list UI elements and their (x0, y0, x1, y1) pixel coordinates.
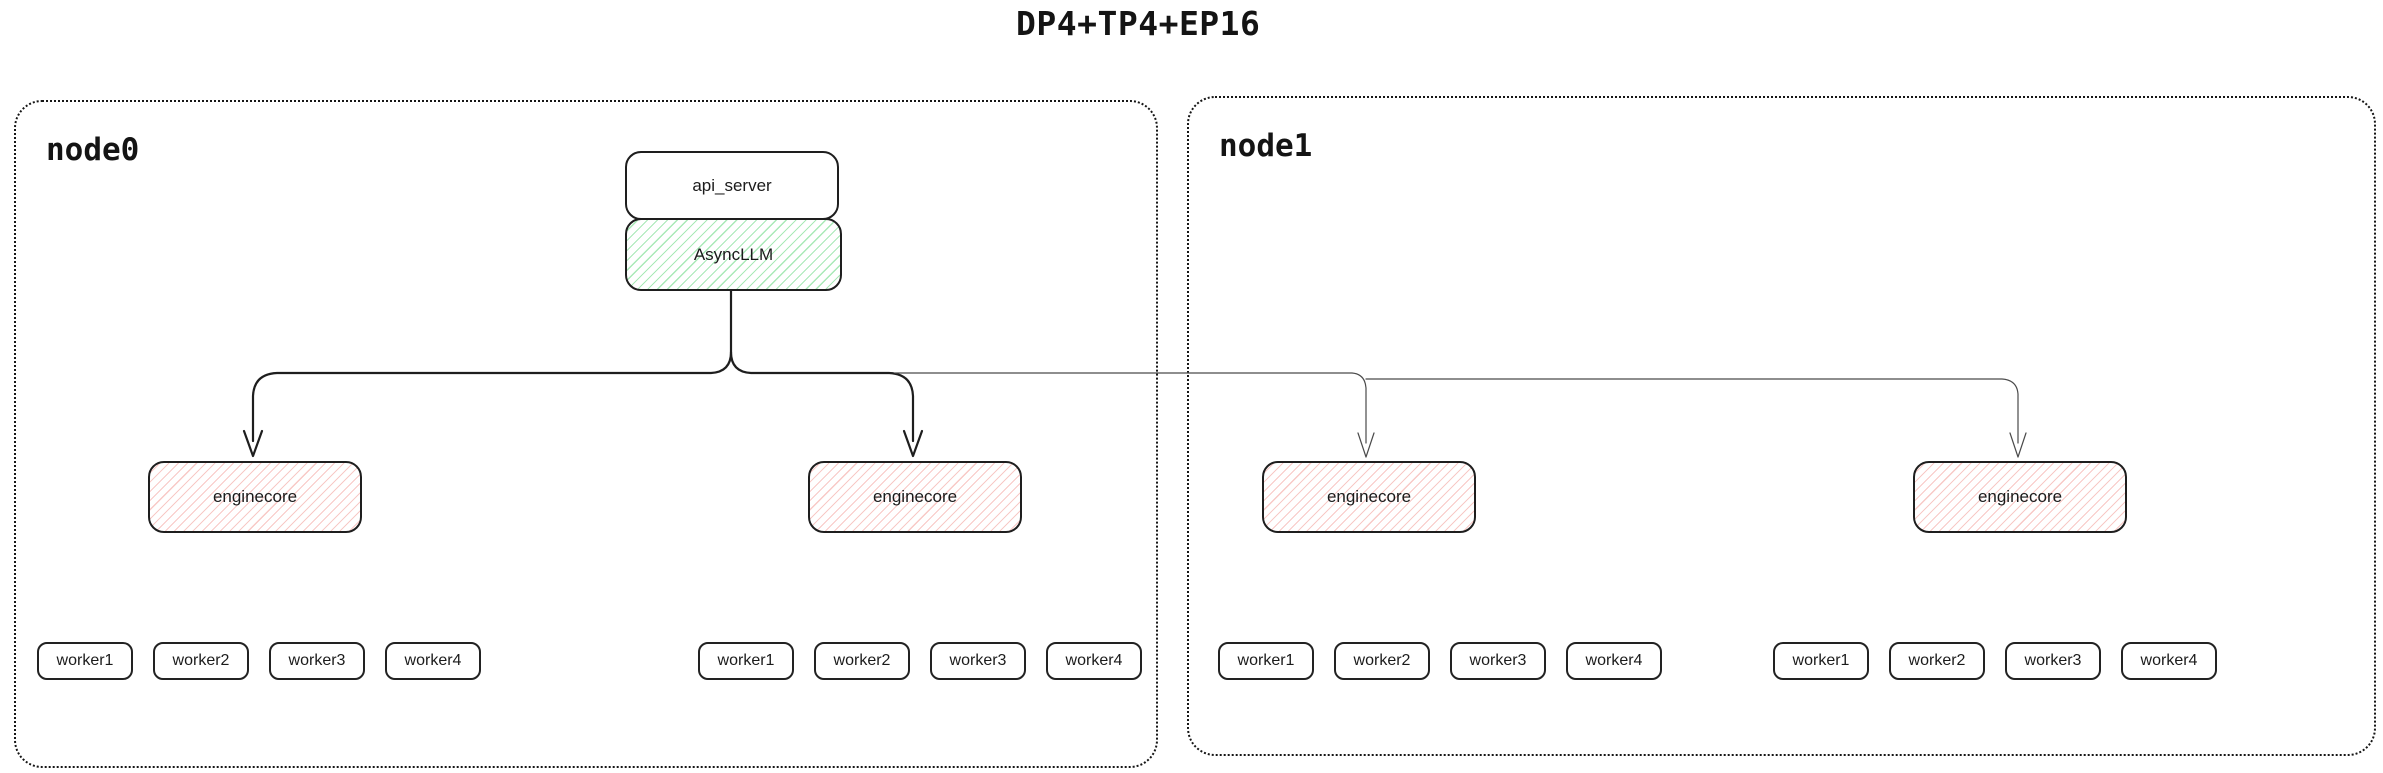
enginecore-label: enginecore (1326, 487, 1412, 506)
worker-group-node0-2: worker1 worker2 worker3 worker4 (698, 642, 1142, 680)
worker-box: worker4 (385, 642, 481, 680)
worker-label: worker4 (2140, 652, 2198, 669)
worker-box: worker3 (1450, 642, 1546, 680)
worker-box: worker1 (1773, 642, 1869, 680)
worker-label: worker4 (404, 652, 462, 669)
worker-label: worker2 (833, 652, 891, 669)
worker-label: worker1 (56, 652, 114, 669)
enginecore-label: enginecore (1977, 487, 2063, 506)
worker-label: worker3 (949, 652, 1007, 669)
worker-box: worker4 (1046, 642, 1142, 680)
worker-label: worker1 (1237, 652, 1295, 669)
asyncllm-box: AsyncLLM (625, 218, 842, 291)
worker-box: worker2 (1889, 642, 1985, 680)
asyncllm-label: AsyncLLM (693, 244, 774, 264)
worker-label: worker2 (1353, 652, 1411, 669)
node1-label: node1 (1219, 128, 1313, 164)
worker-box: worker3 (930, 642, 1026, 680)
worker-label: worker3 (1469, 652, 1527, 669)
worker-label: worker3 (288, 652, 346, 669)
worker-label: worker2 (1908, 652, 1966, 669)
worker-box: worker1 (37, 642, 133, 680)
worker-box: worker2 (814, 642, 910, 680)
enginecore-box-node0-1: enginecore (148, 461, 362, 533)
worker-label: worker3 (2024, 652, 2082, 669)
worker-group-node1-1: worker1 worker2 worker3 worker4 (1218, 642, 1662, 680)
worker-group-node0-1: worker1 worker2 worker3 worker4 (37, 642, 481, 680)
api-server-label: api_server (692, 175, 772, 195)
enginecore-box-node1-2: enginecore (1913, 461, 2127, 533)
api-server-box: api_server (625, 151, 839, 220)
enginecore-box-node0-2: enginecore (808, 461, 1022, 533)
worker-label: worker1 (717, 652, 775, 669)
worker-box: worker1 (698, 642, 794, 680)
worker-label: worker4 (1065, 652, 1123, 669)
worker-box: worker4 (1566, 642, 1662, 680)
diagram-title: DP4+TP4+EP16 (1016, 4, 1261, 43)
worker-box: worker3 (2005, 642, 2101, 680)
enginecore-label: enginecore (872, 487, 958, 506)
worker-label: worker4 (1585, 652, 1643, 669)
enginecore-label: enginecore (212, 487, 298, 506)
worker-box: worker1 (1218, 642, 1314, 680)
worker-label: worker2 (172, 652, 230, 669)
enginecore-box-node1-1: enginecore (1262, 461, 1476, 533)
worker-label: worker1 (1792, 652, 1850, 669)
node0-label: node0 (46, 132, 140, 168)
worker-box: worker2 (1334, 642, 1430, 680)
worker-box: worker4 (2121, 642, 2217, 680)
worker-box: worker2 (153, 642, 249, 680)
worker-group-node1-2: worker1 worker2 worker3 worker4 (1773, 642, 2217, 680)
worker-box: worker3 (269, 642, 365, 680)
